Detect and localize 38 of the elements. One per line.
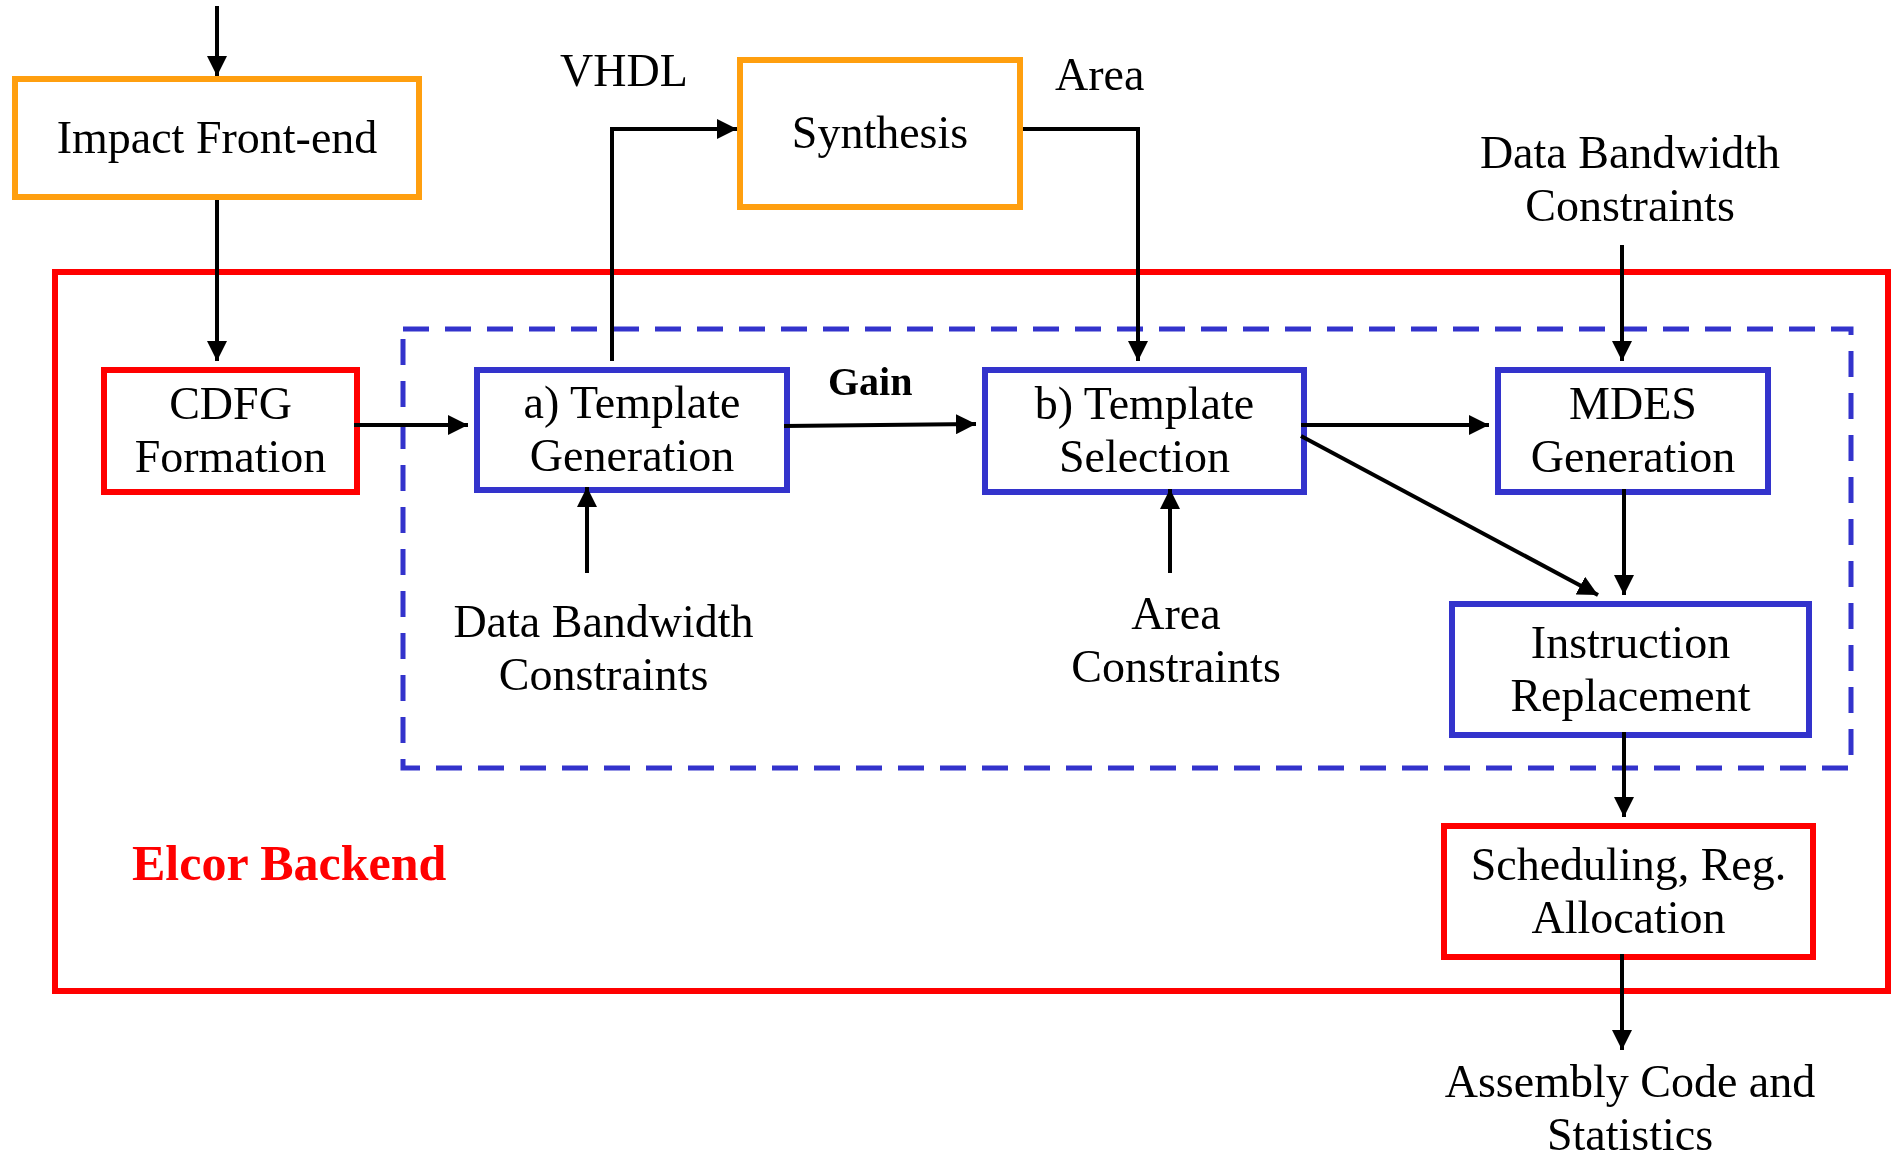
arrow: [783, 414, 977, 435]
edge-label: Gain: [828, 360, 913, 404]
dashed-group-frame: [400, 326, 1854, 771]
arrow: [1160, 489, 1180, 573]
arrow: [207, 6, 227, 76]
input-output-label: Data Bandwidth Constraints: [1478, 127, 1782, 233]
input-output-label: Data Bandwidth Constraints: [452, 596, 755, 702]
arrow: [1023, 127, 1148, 361]
box-label: Impact Front-end: [55, 111, 379, 165]
box-label: MDES Generation: [1529, 378, 1737, 484]
arrow: [1612, 245, 1632, 361]
box-label: Synthesis: [790, 107, 970, 160]
process-box: [1441, 823, 1816, 960]
process-box: [1495, 367, 1771, 495]
box-label: a) Template Generation: [522, 377, 742, 483]
group-title: Elcor Backend: [132, 835, 447, 893]
process-box: [101, 367, 360, 495]
process-box: [1449, 601, 1812, 738]
process-box: [474, 367, 790, 493]
box-label: CDFG Formation: [133, 378, 328, 484]
arrow: [1614, 489, 1634, 595]
box-label: Scheduling, Reg. Allocation: [1469, 838, 1788, 945]
process-box: [982, 367, 1307, 495]
input-output-label: Area Constraints: [1070, 588, 1282, 694]
arrow: [1300, 434, 1599, 597]
box-label: b) Template Selection: [1033, 378, 1256, 484]
arrow: [1301, 415, 1489, 435]
box-label: Instruction Replacement: [1509, 616, 1752, 723]
backend-frame: [52, 269, 1891, 994]
process-box: [737, 57, 1023, 210]
arrow: [1614, 732, 1634, 817]
arrow: [354, 415, 468, 435]
arrow: [610, 119, 737, 361]
process-box: [12, 76, 422, 200]
input-output-label: Assembly Code and Statistics: [1443, 1056, 1817, 1162]
arrow: [577, 487, 597, 573]
arrow: [1612, 954, 1632, 1050]
arrow: [207, 200, 227, 361]
